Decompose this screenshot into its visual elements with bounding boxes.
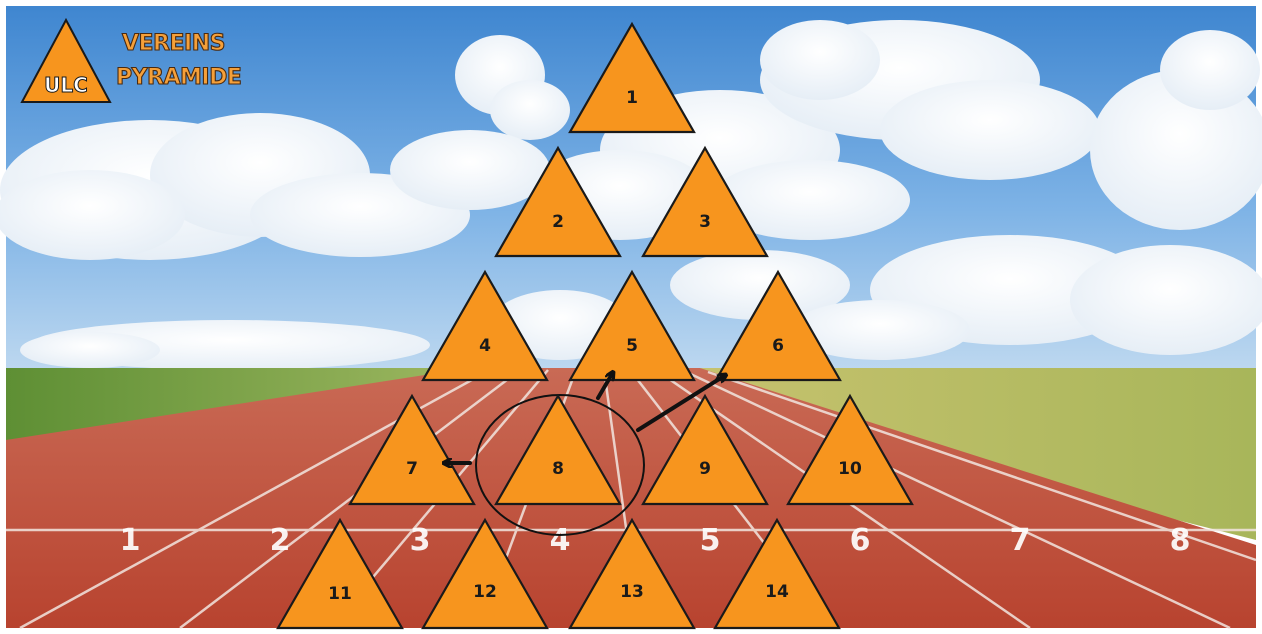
lane-number: 4 xyxy=(550,523,571,558)
lane-number: 7 xyxy=(1010,523,1031,558)
lane-number: 8 xyxy=(1170,523,1191,558)
lane-number: 1 xyxy=(120,523,141,558)
node-label: 13 xyxy=(620,582,644,602)
node-label: 3 xyxy=(699,212,711,232)
node-label: 8 xyxy=(552,459,564,479)
node-label: 2 xyxy=(552,212,564,232)
node-label: 11 xyxy=(328,584,352,604)
logo-initials: ULC xyxy=(44,73,88,97)
lane-number: 2 xyxy=(270,523,291,558)
lane-number: 5 xyxy=(700,523,721,558)
node-label: 10 xyxy=(838,459,862,479)
node-label: 6 xyxy=(772,336,784,356)
lane-number: 6 xyxy=(850,523,871,558)
node-label: 12 xyxy=(473,582,497,602)
lane-number: 3 xyxy=(410,523,431,558)
node-label: 14 xyxy=(765,582,789,602)
logo-title-line2: PYRAMIDE xyxy=(116,65,241,90)
logo-title-line1: VEREINS xyxy=(122,31,225,56)
node-label: 4 xyxy=(479,336,491,356)
node-label: 7 xyxy=(406,459,418,479)
node-label: 5 xyxy=(626,336,638,356)
node-label: 1 xyxy=(626,88,638,108)
node-label: 9 xyxy=(699,459,711,479)
